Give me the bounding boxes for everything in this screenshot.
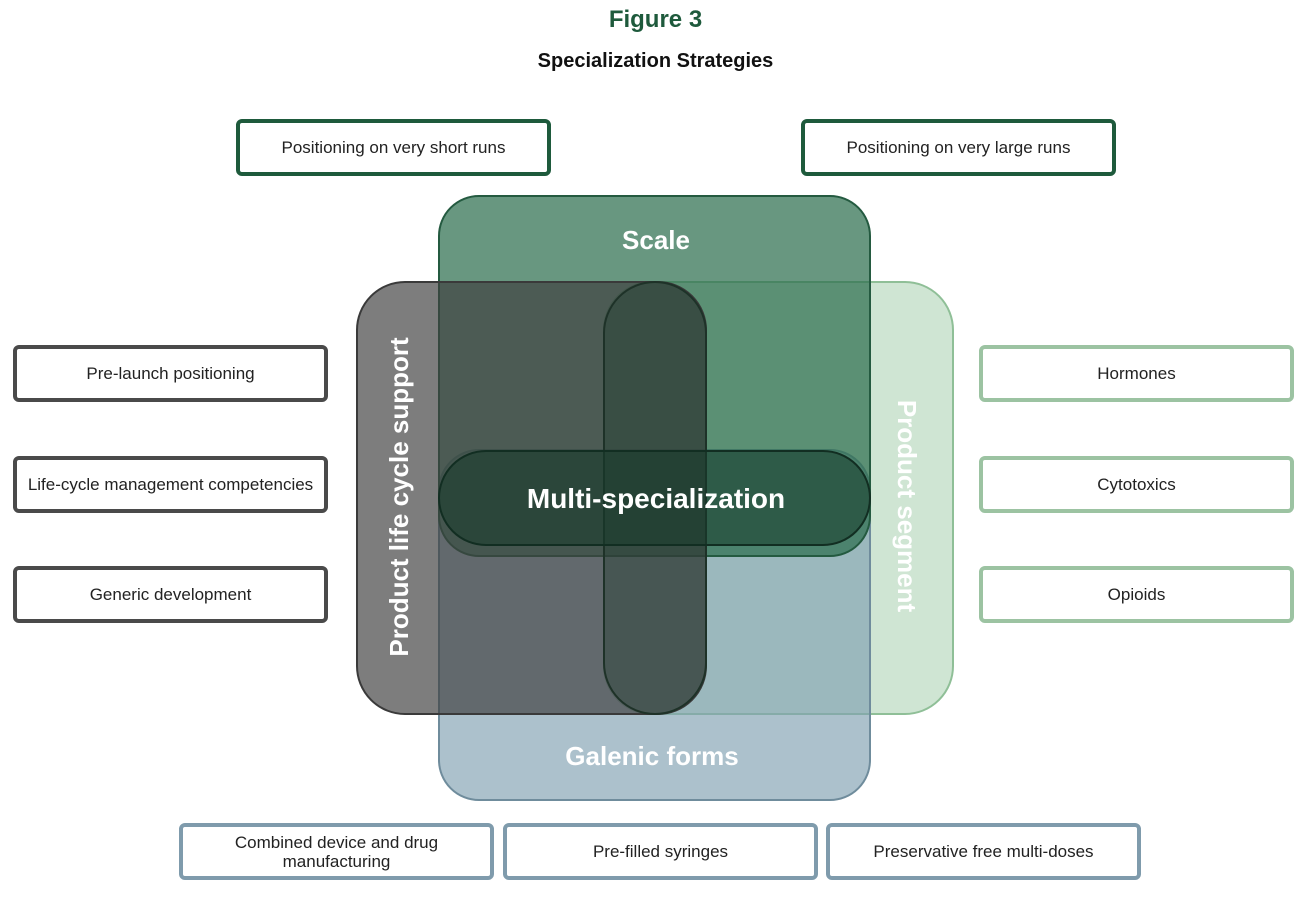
label-galenic-forms: Galenic forms [565,741,738,771]
box-opioids: Opioids [979,566,1294,623]
label-scale: Scale [622,225,690,255]
region-multi-specialization [438,450,871,546]
box-cytotoxics: Cytotoxics [979,456,1294,513]
figure-title: Figure 3 [608,6,703,33]
box-hormones: Hormones [979,345,1294,402]
box-pre-launch: Pre-launch positioning [13,345,328,402]
label-multi-specialization: Multi-specialization [527,483,785,514]
box-combined-device: Combined device and drug manufacturing [179,823,494,880]
label-product-segment: Product segment [892,400,922,613]
box-generic-development: Generic development [13,566,328,623]
box-preservative-free: Preservative free multi-doses [826,823,1141,880]
label-product-life-cycle: Product life cycle support [384,337,414,657]
box-pre-filled-syringes: Pre-filled syringes [503,823,818,880]
box-short-runs: Positioning on very short runs [236,119,551,176]
box-large-runs: Positioning on very large runs [801,119,1116,176]
box-lifecycle-management: Life-cycle management competencies [13,456,328,513]
figure-subtitle: Specialization Strategies [537,50,774,72]
